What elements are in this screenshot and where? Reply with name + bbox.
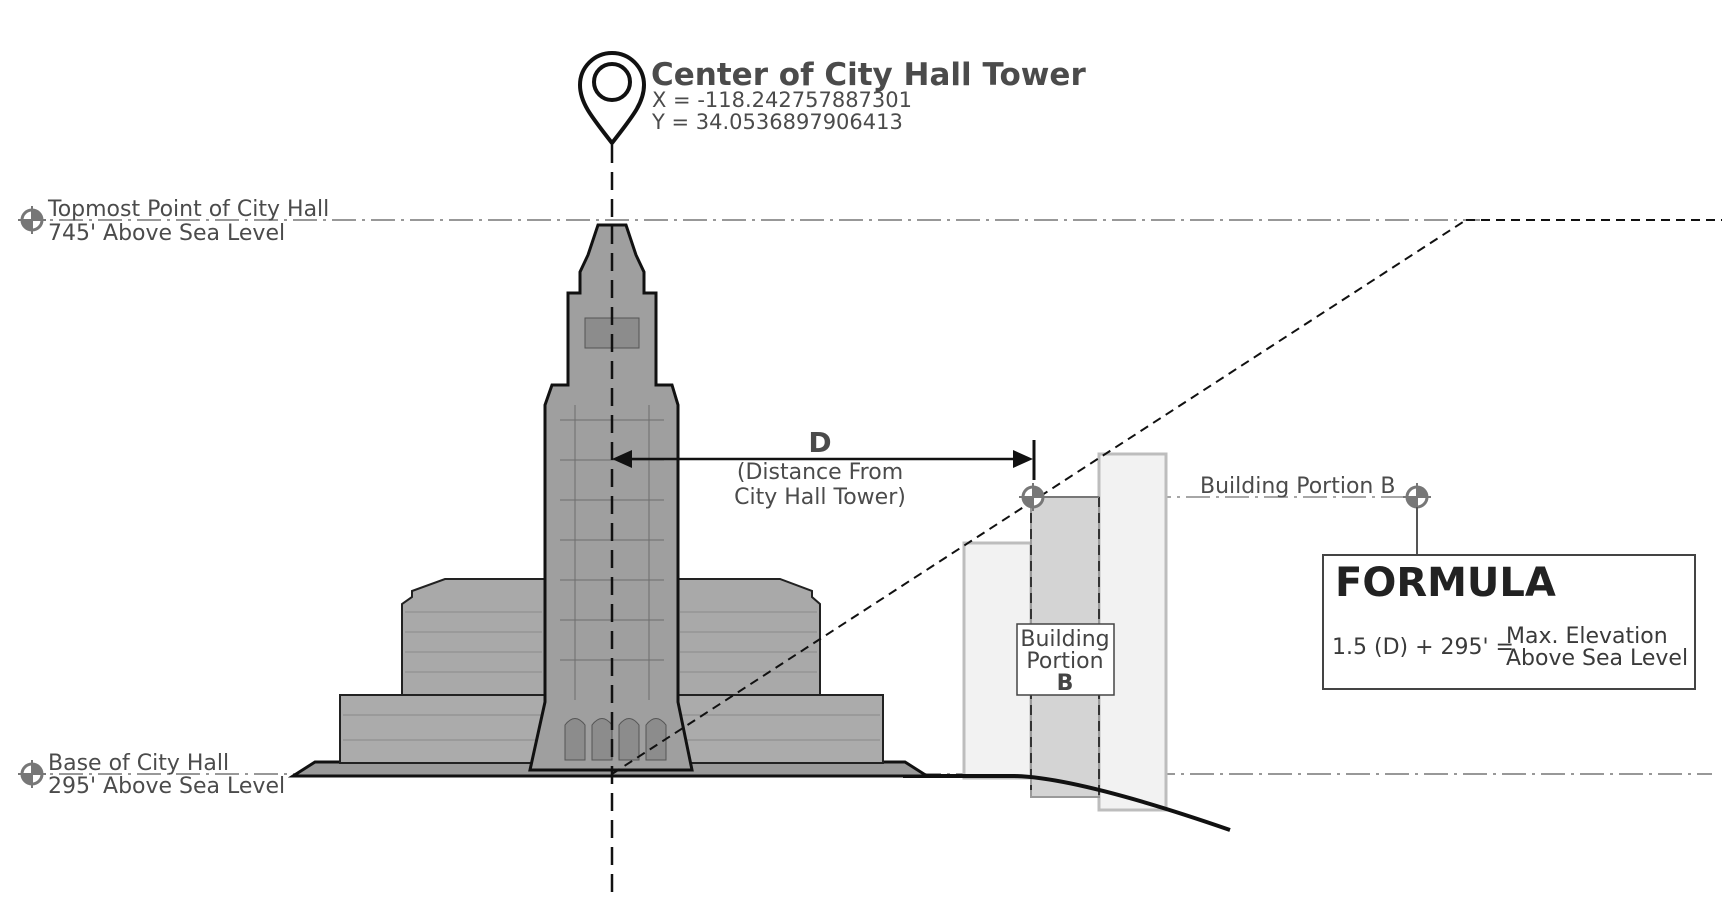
tower-y-coordinate: Y = 34.0536897906413 <box>651 110 903 134</box>
crosshair-portion-b-icon <box>1403 483 1431 511</box>
height-limit-slope <box>611 219 1467 775</box>
portion-b-box-line1: Building <box>1020 627 1109 652</box>
crosshair-top-icon <box>18 206 46 234</box>
distance-caption-line2: City Hall Tower) <box>734 485 906 510</box>
map-pin-icon <box>577 51 647 147</box>
formula-title: FORMULA <box>1335 560 1556 606</box>
distance-arrow-left-head <box>612 450 632 468</box>
portion-b-box-line3: B <box>1057 671 1074 696</box>
distance-caption-line1: (Distance From <box>737 460 903 485</box>
formula-expression: 1.5 (D) + 295' = <box>1332 635 1514 660</box>
base-level-subtitle: 295' Above Sea Level <box>48 774 285 799</box>
formula-result-line2: Above Sea Level <box>1506 646 1688 671</box>
crosshair-base-icon <box>18 760 46 788</box>
tower-x-coordinate: X = -118.242757887301 <box>652 88 912 112</box>
top-level-subtitle: 745' Above Sea Level <box>48 221 285 246</box>
distance-arrow-right-head <box>1013 450 1033 468</box>
crosshair-intersection-icon <box>1019 483 1047 511</box>
tower-center-title: Center of City Hall Tower <box>651 57 1086 93</box>
distance-letter: D <box>808 426 831 459</box>
formula-box <box>1322 554 1696 690</box>
top-level-title: Topmost Point of City Hall <box>47 197 329 222</box>
ground-terrain <box>903 774 1231 832</box>
base-level-title: Base of City Hall <box>48 751 229 776</box>
portion-b-label-box <box>1016 623 1115 696</box>
formula-result-line1: Max. Elevation <box>1506 624 1668 649</box>
building-portion-b-label: Building Portion B <box>1200 474 1395 499</box>
portion-b-box-line2: Portion <box>1026 649 1103 674</box>
